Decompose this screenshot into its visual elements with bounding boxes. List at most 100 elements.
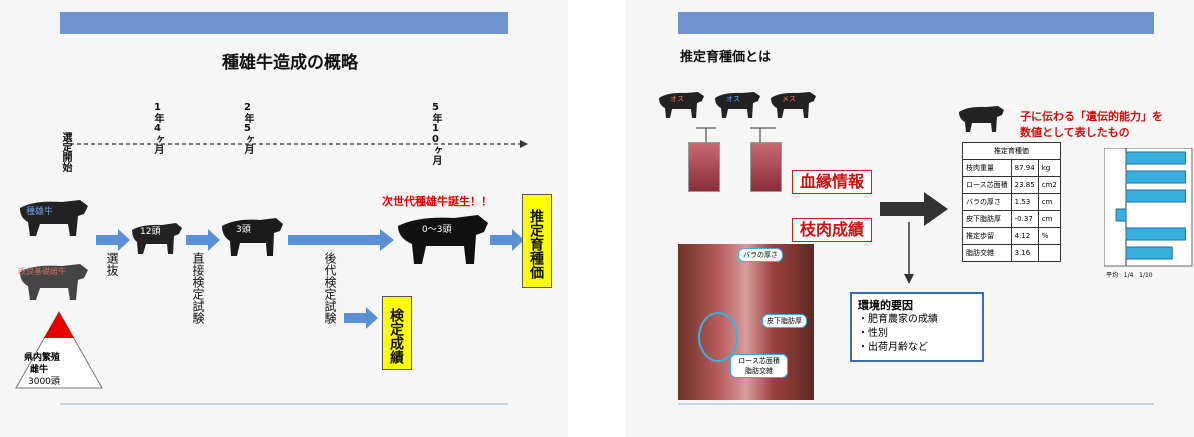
env-title: 環境的要因 xyxy=(858,299,913,312)
bar-axis-labels: 平均 1/4 1/10 xyxy=(1106,270,1153,279)
pyramid-diagram xyxy=(15,310,103,389)
environmental-factors-box: 環境的要因 ・肥育農家の成績 ・性別 ・出荷月齢など xyxy=(850,292,984,362)
slide-footer-line xyxy=(678,403,1154,405)
arrow-direct-test xyxy=(186,229,220,251)
row-value: 87.94 xyxy=(1010,159,1039,177)
slide-header-bar xyxy=(60,12,508,34)
cow-3-icon xyxy=(222,218,283,256)
bar-chart-frame xyxy=(1104,148,1193,267)
cow-next-gen-label: 0〜3頭 xyxy=(422,225,452,235)
row-name: ロース芯面積 xyxy=(962,176,1012,194)
row-unit: cm xyxy=(1037,210,1061,228)
env-item-2: ・性別 xyxy=(858,328,888,339)
parent-cow-icon-3 xyxy=(771,92,816,118)
env-item-3: ・出荷月齢など xyxy=(858,342,928,353)
row-unit: kg xyxy=(1037,159,1061,177)
row-unit: cm xyxy=(1037,193,1061,211)
ribeye-outline xyxy=(698,312,738,362)
headline-line1: 子に伝わる「遺伝的能力」を xyxy=(1020,110,1163,123)
pedigree-info-label: 血縁情報 xyxy=(792,170,872,194)
sire-cow-label: 種雄牛 xyxy=(26,207,54,217)
sire-cow-icon xyxy=(20,200,88,236)
row-name: 脂肪交雑 xyxy=(962,244,1012,262)
row-unit: cm2 xyxy=(1037,176,1061,194)
parent-tag-1: オス xyxy=(670,95,684,103)
row-name: 皮下脂肪厚 xyxy=(962,210,1012,228)
next-gen-text: 次世代種雄牛誕生！！ xyxy=(382,195,492,208)
ebv-bar xyxy=(1125,227,1186,241)
callout-subcutaneous-fat: 皮下脂肪厚 xyxy=(762,314,807,328)
timeline-start-label: 選定開始 xyxy=(60,132,71,172)
row-value: 23.85 xyxy=(1010,176,1039,194)
arrow-select xyxy=(96,229,130,251)
slide-ebv-explanation: 推定育種価とは オス オス メス 血縁情報 枝肉成績 バラの厚さ 皮下脂肪厚 ロ… xyxy=(626,0,1194,437)
headline-line2: 数値として表したもの xyxy=(1020,126,1130,139)
arrow-to-ebv xyxy=(490,229,524,251)
parent-tag-2: オス xyxy=(726,95,740,103)
carcass-result-label: 枝肉成績 xyxy=(792,218,872,242)
pyramid-line1: 県内繁殖 xyxy=(24,353,61,363)
ebv-box: 推定育種価 xyxy=(522,194,552,288)
arrow-progeny-test xyxy=(288,229,394,251)
callout-ribeye-marbling: ロース芯面積 脂肪交雑 xyxy=(730,354,788,378)
dam-cow-label: 改良基礎雌牛 xyxy=(18,267,66,276)
parent-tag-3: メス xyxy=(782,95,796,103)
ebv-bar xyxy=(1125,189,1186,203)
cow-next-gen-icon xyxy=(398,215,488,264)
row-value: -0.37 xyxy=(1010,210,1039,228)
slide-footer-line xyxy=(60,403,508,405)
step-direct-test: 直接検定試験 xyxy=(191,252,205,324)
meat-cross-section-1 xyxy=(688,142,720,192)
axis-label-avg: 平均 xyxy=(1106,272,1119,279)
big-arrow-right xyxy=(880,192,948,226)
timeline-dashed-line xyxy=(70,140,528,148)
axis-label-quarter: 1/4 xyxy=(1123,272,1134,279)
slide-breeding-overview: 種雄牛造成の概略 選定開始 1年4ヶ月 2年5ヶ月 5年10ヶ月 種雄牛 改良基… xyxy=(0,0,568,437)
pyramid-line2: 雌牛 xyxy=(30,365,49,375)
slide-title: 推定育種価とは xyxy=(680,50,772,65)
row-name: 推定歩留 xyxy=(962,227,1012,245)
row-value: 1.53 xyxy=(1010,193,1039,211)
arrow-to-result xyxy=(344,307,378,329)
dam-cow-icon xyxy=(20,264,88,300)
ebv-bar-chart xyxy=(1104,148,1193,267)
row-name: 枝肉重量 xyxy=(962,159,1012,177)
row-value: 3.16 xyxy=(1010,244,1039,262)
ebv-table-header: 推定育種価 xyxy=(962,142,1061,160)
ebv-bar xyxy=(1115,208,1127,222)
arrow-down-env xyxy=(904,222,914,284)
ebv-bar xyxy=(1125,246,1173,260)
ebv-bar xyxy=(1125,151,1186,165)
timeline-label-2: 2年5ヶ月 xyxy=(242,102,253,154)
timeline-label-3: 5年10ヶ月 xyxy=(430,102,441,165)
row-unit xyxy=(1037,244,1061,262)
parent-cow-icon-1 xyxy=(659,92,704,118)
cow-3-label: 3頭 xyxy=(236,225,251,235)
timeline-label-1: 1年4ヶ月 xyxy=(152,102,163,154)
slide-header-bar xyxy=(678,12,1154,34)
cow-12-label: 12頭 xyxy=(140,227,161,237)
slide-title: 種雄牛造成の概略 xyxy=(222,53,358,73)
step-progeny-test: 後代検定試験 xyxy=(323,252,337,324)
cow-12-icon xyxy=(132,223,182,254)
offspring-cow-icon xyxy=(959,106,1004,132)
axis-label-tenth: 1/10 xyxy=(1139,272,1153,279)
env-item-1: ・肥育農家の成績 xyxy=(858,314,938,325)
result-box: 検定成績 xyxy=(382,296,412,370)
pyramid-line3: 3000頭 xyxy=(28,377,60,387)
row-value: 4.12 xyxy=(1010,227,1039,245)
row-unit: % xyxy=(1037,227,1061,245)
ebv-bar xyxy=(1125,170,1186,184)
step-select: 選抜 xyxy=(105,252,119,276)
meat-cross-section-2 xyxy=(750,142,782,192)
row-name: バラの厚さ xyxy=(962,193,1012,211)
callout-rib-thickness: バラの厚さ xyxy=(738,248,783,262)
parent-cow-icon-2 xyxy=(715,92,760,118)
